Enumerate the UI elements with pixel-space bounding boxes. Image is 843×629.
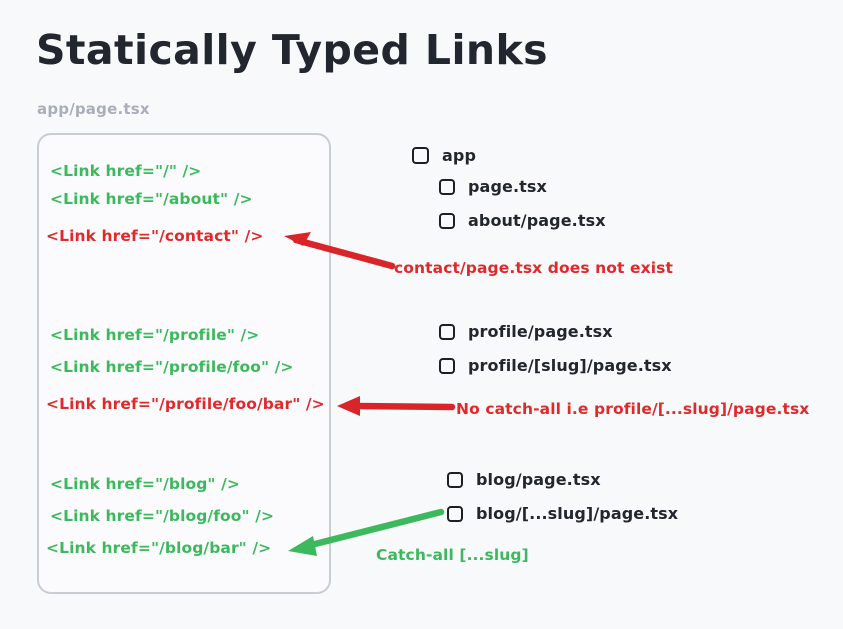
checkbox-icon[interactable] — [439, 357, 455, 374]
tree-item-blog-page[interactable]: blog/page.tsx — [447, 470, 601, 489]
code-line: <Link href="/profile/foo" /> — [50, 358, 294, 376]
tree-item-label: app — [442, 146, 477, 165]
tree-item-profile-slug-page[interactable]: profile/[slug]/page.tsx — [439, 356, 672, 375]
annotation-contact-missing: contact/page.tsx does not exist — [394, 259, 674, 277]
tree-item-profile-page[interactable]: profile/page.tsx — [439, 322, 613, 341]
tree-item-blog-catchall-page[interactable]: blog/[...slug]/page.tsx — [447, 504, 678, 523]
code-line: <Link href="/blog/foo" /> — [50, 507, 275, 525]
tree-item-label: profile/page.tsx — [468, 322, 613, 341]
checkbox-icon[interactable] — [439, 178, 455, 195]
checkbox-icon[interactable] — [447, 505, 463, 522]
code-line: <Link href="/profile/foo/bar" /> — [46, 395, 325, 413]
tree-item-page[interactable]: page.tsx — [439, 177, 547, 196]
code-line: <Link href="/contact" /> — [46, 227, 264, 245]
tree-item-app[interactable]: app — [412, 146, 476, 165]
tree-item-label: blog/[...slug]/page.tsx — [476, 504, 679, 523]
code-line: <Link href="/" /> — [50, 162, 202, 180]
code-card-file-label: app/page.tsx — [37, 100, 150, 118]
annotation-no-catchall: No catch-all i.e profile/[...slug]/page.… — [456, 400, 810, 418]
code-line: <Link href="/blog/bar" /> — [46, 539, 272, 557]
code-line: <Link href="/about" /> — [50, 190, 253, 208]
arrow-no-catchall-icon — [337, 396, 456, 416]
tree-item-label: blog/page.tsx — [476, 470, 601, 489]
code-line: <Link href="/profile" /> — [50, 326, 260, 344]
tree-item-label: page.tsx — [468, 177, 547, 196]
checkbox-icon[interactable] — [439, 212, 455, 229]
tree-item-label: about/page.tsx — [468, 211, 606, 230]
annotation-catchall: Catch-all [...slug] — [376, 546, 529, 564]
code-card — [37, 133, 331, 594]
page-title: Statically Typed Links — [36, 26, 548, 74]
checkbox-icon[interactable] — [439, 323, 455, 340]
checkbox-icon[interactable] — [412, 147, 429, 164]
tree-item-about-page[interactable]: about/page.tsx — [439, 211, 606, 230]
tree-item-label: profile/[slug]/page.tsx — [468, 356, 672, 375]
checkbox-icon[interactable] — [447, 471, 463, 488]
code-line: <Link href="/blog" /> — [50, 475, 240, 493]
